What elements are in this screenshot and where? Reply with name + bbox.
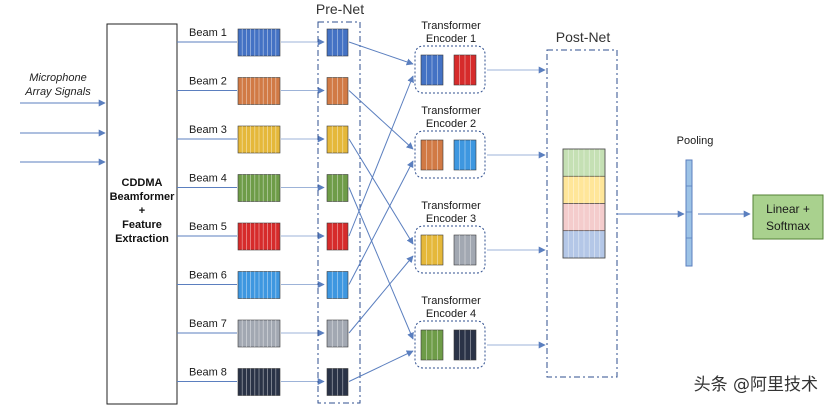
beam-label: Beam 5 xyxy=(189,221,227,233)
prenet-to-encoder-arrow xyxy=(348,160,414,285)
beamformer-block: CDDMA Beamformer + Feature Extraction xyxy=(106,23,178,405)
beam-label: Beam 1 xyxy=(189,27,227,39)
input-signals: Microphone Array Signals xyxy=(20,72,106,166)
beamformer-box xyxy=(106,23,178,405)
linear-softmax-box xyxy=(752,194,824,240)
beamformer-label-3: + xyxy=(139,205,145,217)
beam-label: Beam 8 xyxy=(189,367,227,379)
postnet-title: Post-Net xyxy=(556,29,611,45)
beam-label: Beam 7 xyxy=(189,318,227,330)
input-label-line1: Microphone xyxy=(29,72,86,84)
beam-rows: Beam 1 Beam 2 Beam 3 Beam 4 Beam 5 Beam 6 Beam… xyxy=(177,27,325,396)
beamformer-label-2: Beamformer xyxy=(110,191,176,203)
pooling-vector xyxy=(685,159,693,267)
beamformer-label-4: Feature xyxy=(122,219,162,231)
beam-label: Beam 6 xyxy=(189,270,227,282)
encoder-box xyxy=(414,130,486,179)
prenet-block: Pre-Net xyxy=(316,1,364,404)
beamformer-label-1: CDDMA xyxy=(122,177,163,189)
encoder-box xyxy=(414,320,486,369)
prenet-to-encoder-arrow xyxy=(348,350,414,382)
encoder-box xyxy=(414,45,486,94)
prenet-to-encoder-arrows xyxy=(348,41,414,382)
encoder-label-line1: Transformer xyxy=(421,200,481,212)
pooling-block: Pooling xyxy=(617,135,751,267)
postnet-stack-outline xyxy=(562,148,606,259)
beamformer-label-5: Extraction xyxy=(115,233,169,245)
encoder-label-line1: Transformer xyxy=(421,295,481,307)
prenet-box xyxy=(317,21,361,404)
prenet-to-encoder-arrow xyxy=(348,90,414,150)
encoder-label-line2: Encoder 1 xyxy=(426,33,476,45)
prenet-to-encoder-arrow xyxy=(348,41,414,66)
watermark: 头条 @阿里技术 xyxy=(694,375,818,395)
encoder-box xyxy=(414,225,486,274)
prenet-to-encoder-arrow xyxy=(348,255,414,334)
pooling-label: Pooling xyxy=(677,135,714,147)
output-block: Linear + Softmax xyxy=(752,194,824,240)
prenet-to-encoder-arrow xyxy=(348,138,414,245)
output-label-2: Softmax xyxy=(766,219,810,233)
prenet-blocks xyxy=(326,28,349,396)
encoder-label-line1: Transformer xyxy=(421,105,481,117)
prenet-to-encoder-arrow xyxy=(348,75,414,237)
encoder-label-line2: Encoder 2 xyxy=(426,118,476,130)
encoder-label-line2: Encoder 4 xyxy=(426,308,476,320)
prenet-title: Pre-Net xyxy=(316,1,364,17)
beam-label: Beam 4 xyxy=(189,173,227,185)
postnet-stack xyxy=(562,148,606,259)
input-label-line2: Array Signals xyxy=(24,86,91,98)
encoder-label-line2: Encoder 3 xyxy=(426,213,476,225)
beam-label: Beam 2 xyxy=(189,76,227,88)
encoder-label-line1: Transformer xyxy=(421,20,481,32)
beam-label: Beam 3 xyxy=(189,124,227,136)
prenet-to-encoder-arrow xyxy=(348,187,414,340)
output-label-1: Linear + xyxy=(766,202,810,216)
